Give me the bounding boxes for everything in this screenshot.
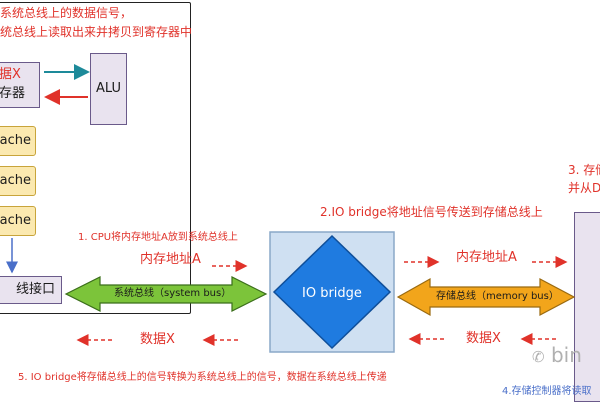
bus-interface-box: 线接口 xyxy=(0,276,62,304)
cpu-note-line2: 统总线上读取出来并拷贝到寄存器中 xyxy=(0,25,193,39)
cpu-note-line1: 系统总线上的数据信号， xyxy=(0,6,133,20)
cache-box-3: ache xyxy=(0,206,36,236)
cpu-box xyxy=(0,2,191,314)
data-label-left: 数据X xyxy=(140,332,175,347)
step4-note: 4.存储控制器将读取 xyxy=(502,386,592,397)
memory-bus-arrow xyxy=(396,277,576,317)
watermark-text: bin xyxy=(550,343,582,367)
register-box: 据X 存器 xyxy=(0,62,40,108)
watermark: ✆ bin xyxy=(532,344,582,368)
register-label-line2: 存器 xyxy=(0,86,26,101)
step3-note-line2: 并从D xyxy=(568,181,600,195)
step1-note: 1. CPU将内存地址A放到系统总线上 xyxy=(78,232,238,243)
alu-label: ALU xyxy=(96,81,122,96)
step2-note: 2.IO bridge将地址信号传送到存储总线上 xyxy=(320,205,543,219)
io-bridge-diamond xyxy=(272,234,392,350)
system-bus-label: 系统总线（system bus） xyxy=(114,288,232,299)
data-label-right: 数据X xyxy=(466,331,501,346)
alu-box: ALU xyxy=(90,53,127,125)
address-label-right: 内存地址A xyxy=(456,250,517,265)
system-bus-arrow xyxy=(64,276,268,312)
io-bridge-label: IO bridge xyxy=(302,286,362,301)
memory-box xyxy=(574,212,600,402)
wechat-icon: ✆ xyxy=(532,348,545,366)
step5-note: 5. IO bridge将存储总线上的信号转换为系统总线上的信号，数据在系统总线… xyxy=(18,372,387,383)
step3-note-line1: 3. 存储 xyxy=(568,163,600,177)
register-label-line1: 据X xyxy=(0,67,21,82)
cache-box-1: ache xyxy=(0,126,36,156)
memory-bus-label: 存储总线（memory bus） xyxy=(436,291,559,302)
address-label-left: 内存地址A xyxy=(140,252,201,267)
cache-box-2: ache xyxy=(0,166,36,196)
